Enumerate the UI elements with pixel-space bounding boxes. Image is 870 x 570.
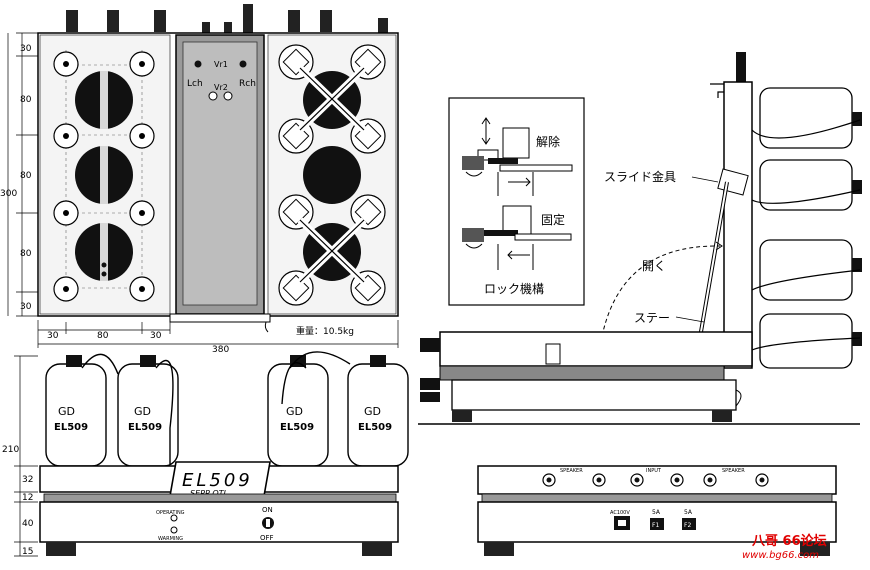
off-label: OFF (260, 534, 274, 542)
on-label: ON (262, 506, 273, 514)
lch-label: Lch (187, 79, 203, 89)
open-label: 開く (642, 259, 666, 273)
side-vertical-panel (723, 81, 753, 369)
dim-front-15: 15 (22, 547, 33, 557)
tube-2-brand: GD (134, 405, 151, 418)
fuse-2-rating: 5A (684, 509, 693, 516)
ac-label: AC100V (610, 510, 630, 516)
logo-text: EL509 (182, 470, 253, 491)
rear-speaker-right-label: SPEAKER (722, 468, 745, 474)
dim-top-total-height: 300 (0, 189, 17, 199)
rear-input-label: INPUT (646, 468, 662, 474)
tube-3-brand: GD (286, 405, 303, 418)
watermark-line2: www.bg66.com (742, 550, 819, 561)
front-lower-chassis (39, 501, 399, 543)
weight-label: 重量：10.5kg (296, 325, 354, 337)
dim-top-30b: 30 (20, 302, 32, 312)
tube-3-model: EL509 (280, 422, 314, 433)
dim-bottom-30b: 30 (150, 331, 162, 341)
operating-label: OPERATING (156, 510, 185, 516)
subtitle-text: SEPP OTL (190, 489, 228, 498)
dim-front-210: 210 (2, 445, 19, 455)
dim-front-12: 12 (22, 493, 33, 503)
front-tube-2: GD EL509 (117, 355, 179, 467)
dim-top-80c: 80 (20, 249, 32, 259)
vr1-label: Vr1 (214, 60, 228, 69)
fix-label: 固定 (541, 212, 565, 227)
dim-top-80a: 80 (20, 95, 32, 105)
tube-4-model: EL509 (358, 422, 392, 433)
fuse-1-rating: 5A (652, 509, 661, 516)
left-capacitors (75, 71, 133, 281)
dim-top-80b: 80 (20, 171, 32, 181)
tube-4-brand: GD (364, 405, 381, 418)
top-edge-connectors (66, 4, 388, 34)
release-label: 解除 (536, 134, 560, 149)
front-tube-1: GD EL509 (45, 355, 107, 467)
stay-label: ステー (634, 311, 670, 325)
front-tube-4: GD EL509 (347, 355, 409, 467)
rear-upper-chassis (477, 465, 837, 495)
dim-front-32: 32 (22, 475, 33, 485)
fix-drawing: 固定 (462, 205, 572, 270)
side-tubes (759, 87, 853, 369)
side-base (439, 331, 753, 367)
tube-2-model: EL509 (128, 422, 162, 433)
dim-bottom-80: 80 (97, 331, 109, 341)
watermark-line1: 八哥 66论坛 (751, 533, 827, 549)
fuse-2 (682, 518, 696, 530)
front-view: GD EL509 GD EL509 GD EL509 GD EL509 (2, 351, 409, 557)
tube-1-model: EL509 (54, 422, 88, 433)
top-bottom-dimensions (37, 320, 399, 348)
dim-top-30a: 30 (20, 44, 32, 54)
f1-label: F1 (652, 522, 659, 529)
tube-1-brand: GD (58, 405, 75, 418)
center-controls: Vr1 Vr2 Lch Rch (187, 60, 256, 101)
fuse-1 (650, 518, 664, 530)
lock-mechanism-inset: 解除 固定 ロック機構 (448, 97, 585, 306)
rear-speaker-left-label: SPEAKER (560, 468, 583, 474)
vr2-label: Vr2 (214, 83, 228, 92)
watermark: 八哥 66论坛 www.bg66.com (742, 533, 827, 561)
lock-mechanism-label: ロック機構 (484, 281, 544, 296)
top-left-dimensions (7, 32, 38, 317)
top-view: Vr1 Vr2 Lch Rch 30 80 80 80 30 300 (0, 4, 399, 355)
warming-label: WARMING (158, 536, 183, 542)
dim-total-width: 380 (212, 345, 229, 355)
rear-view: SPEAKER INPUT SPEAKER AC100V F1 F2 5A 5A (477, 465, 837, 556)
dim-front-40: 40 (22, 519, 34, 529)
side-view: スライド金具 開く ステー (418, 52, 862, 425)
dim-bottom-30a: 30 (47, 331, 59, 341)
side-top-knob (736, 52, 746, 84)
slide-bracket-label: スライド金具 (604, 169, 676, 184)
f2-label: F2 (684, 522, 691, 529)
rch-label: Rch (239, 79, 256, 89)
release-drawing: 解除 (462, 117, 573, 196)
front-tube-3: GD EL509 (267, 355, 329, 467)
